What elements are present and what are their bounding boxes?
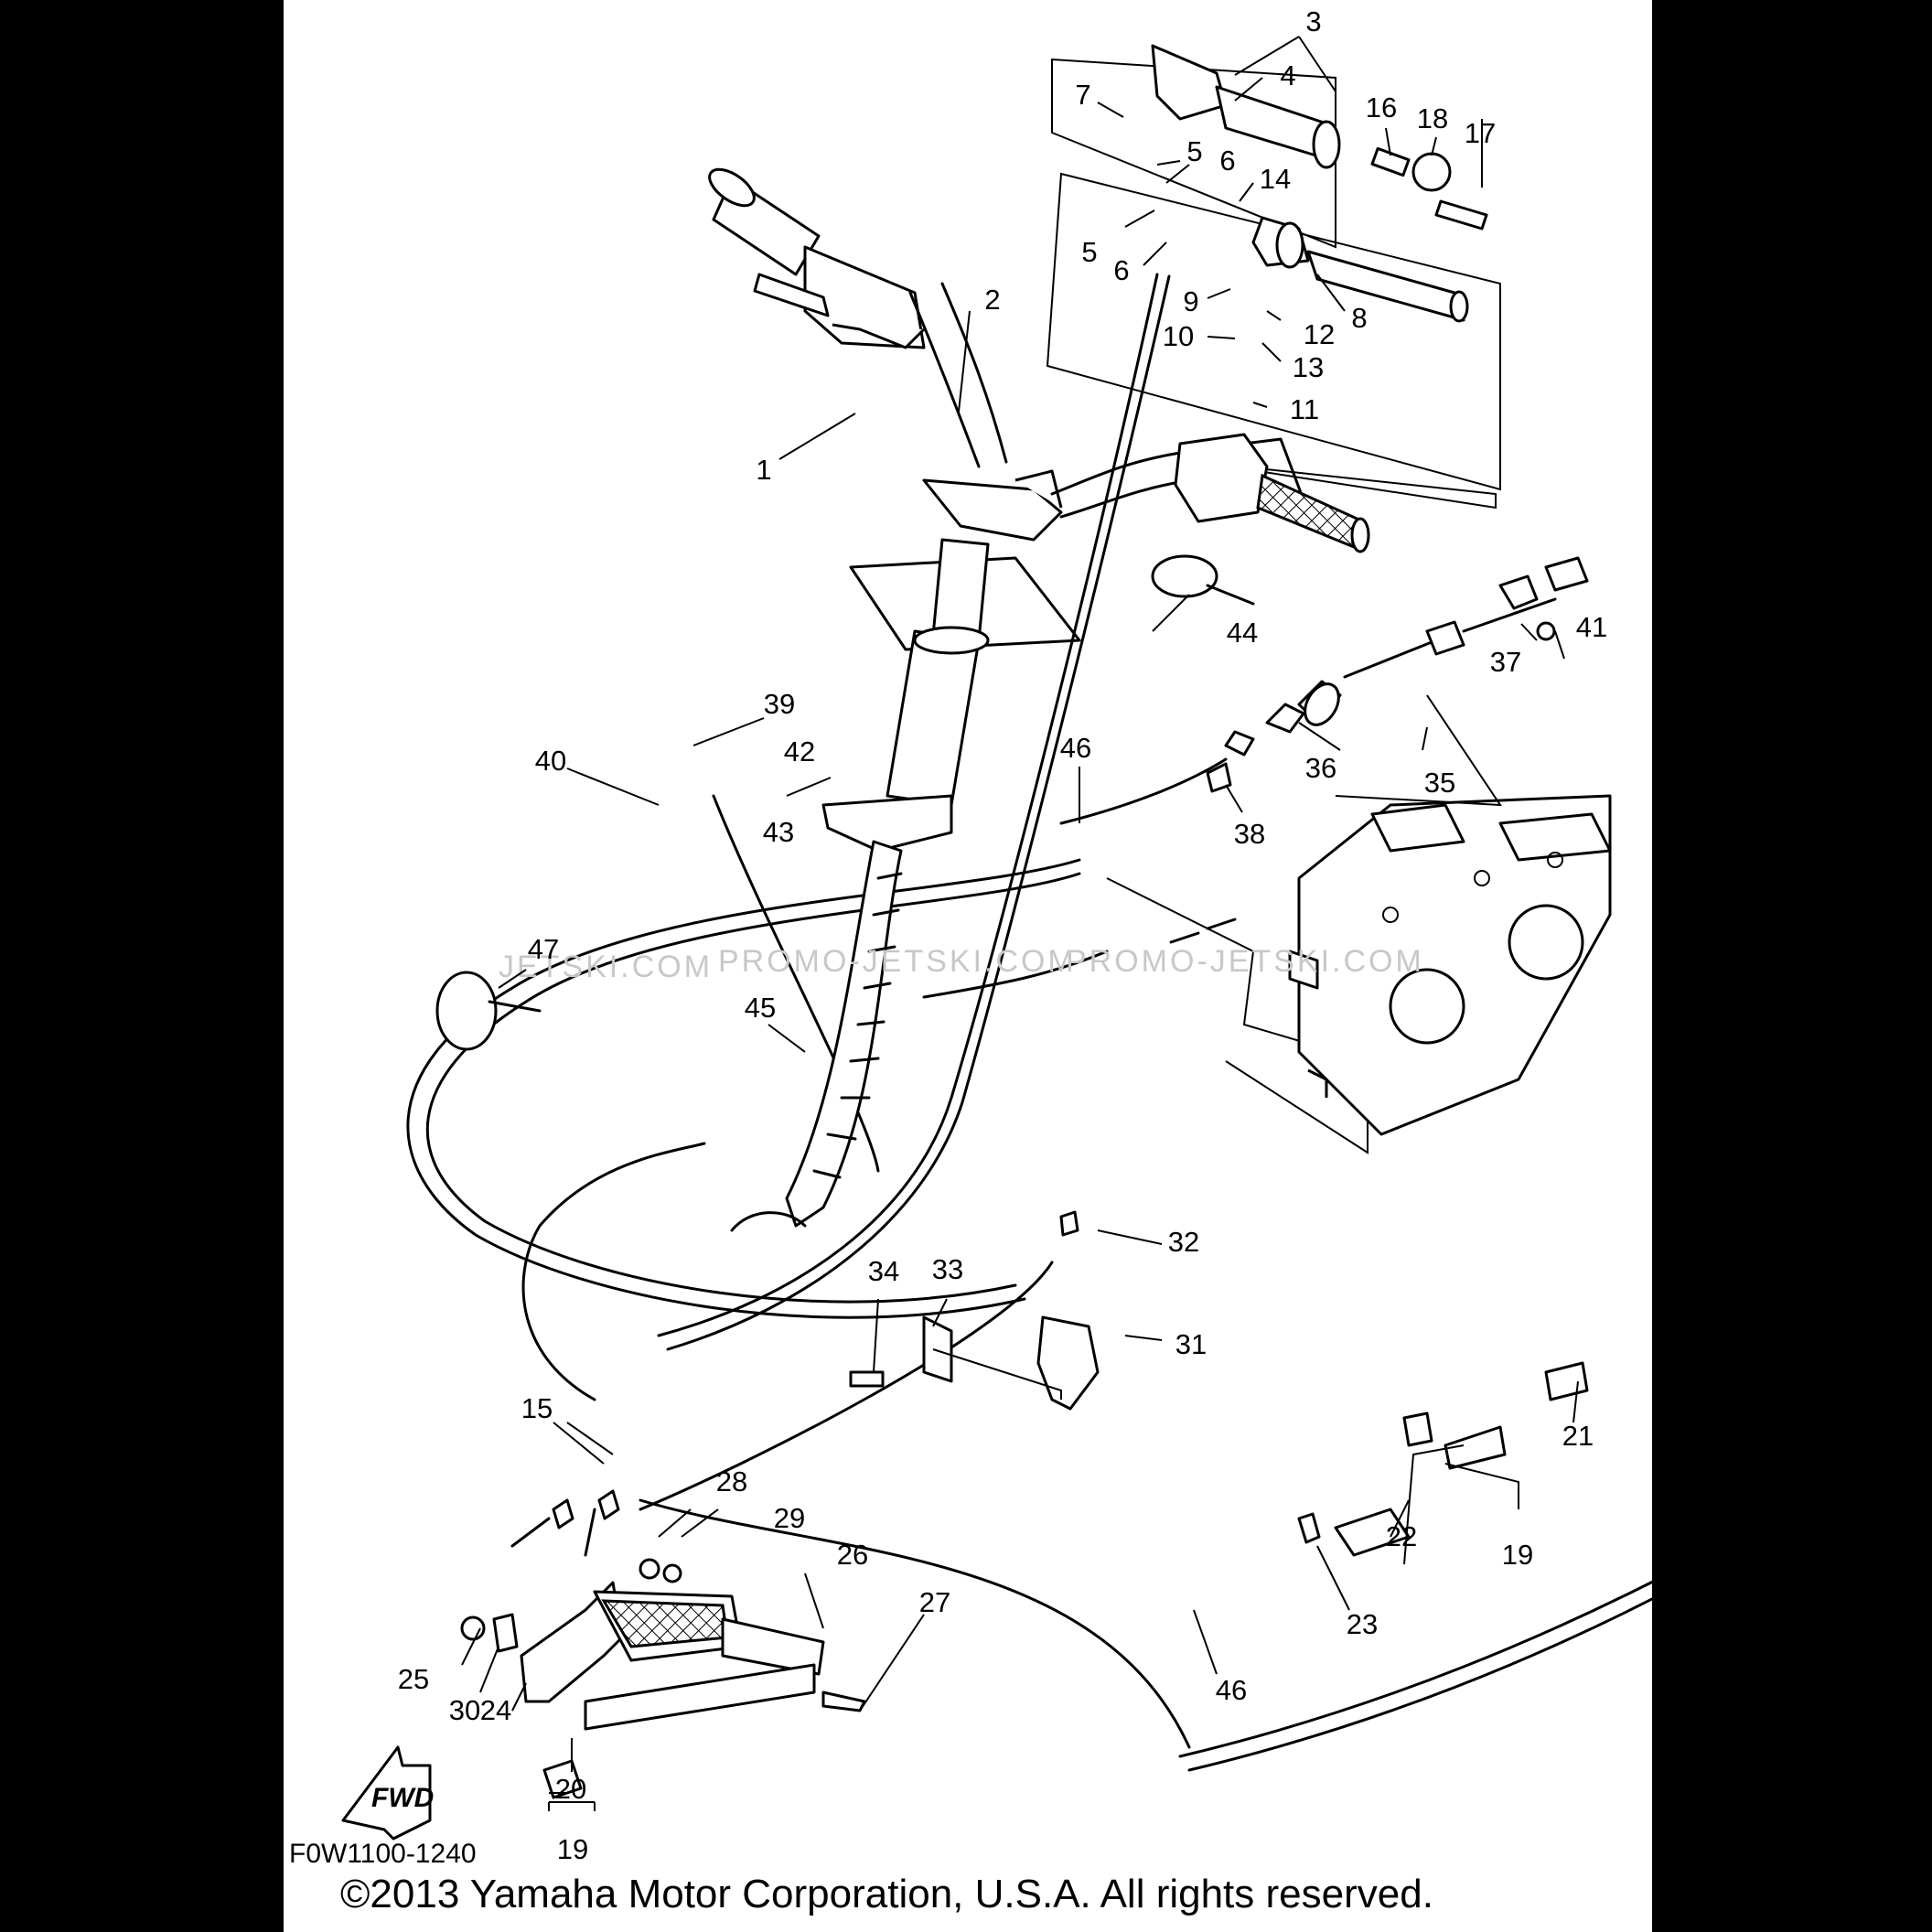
callout-37: 37: [1490, 646, 1521, 678]
callout-40: 40: [535, 745, 566, 777]
callout-15: 15: [521, 1392, 553, 1424]
callout-20: 20: [555, 1773, 586, 1805]
leader-lines: [461, 36, 1579, 1811]
left-handlebar-grip: [708, 167, 926, 349]
cable-connectors-top: [1059, 556, 1589, 825]
callout-13: 13: [1293, 351, 1324, 383]
callout-24: 24: [480, 1694, 511, 1726]
callout-4: 4: [1280, 59, 1295, 91]
watermark: JETSKI.COM PROMO-JETSKI.COM PROMO-JETSKI…: [499, 944, 1424, 984]
callout-35: 35: [1424, 767, 1455, 799]
callout-47: 47: [528, 933, 559, 965]
svg-text:PROMO-JETSKI.COM: PROMO-JETSKI.COM: [1066, 944, 1424, 979]
fwd-arrow-icon: FWD: [341, 1745, 434, 1841]
callout-46b: 46: [1216, 1674, 1247, 1706]
callout-44: 44: [1227, 617, 1258, 649]
callout-6b: 6: [1113, 254, 1129, 286]
callout-28: 28: [716, 1465, 747, 1497]
callout-22: 22: [1386, 1520, 1417, 1552]
callout-6: 6: [1219, 145, 1235, 177]
callout-43: 43: [763, 816, 794, 848]
callout-39: 39: [764, 688, 795, 720]
callout-42: 42: [784, 735, 815, 767]
engine-assembly: [1169, 794, 1612, 1136]
callout-46: 46: [1060, 732, 1091, 764]
callout-5b: 5: [1081, 236, 1097, 268]
cable-ties: [435, 554, 1255, 1051]
svg-text:JETSKI.COM: JETSKI.COM: [499, 950, 713, 984]
callout-18: 18: [1417, 102, 1448, 134]
callout-33: 33: [932, 1253, 963, 1285]
callout-25: 25: [398, 1663, 429, 1695]
callout-1: 1: [756, 454, 771, 486]
callout-41: 41: [1576, 611, 1607, 643]
svg-text:PROMO-JETSKI.COM: PROMO-JETSKI.COM: [718, 944, 1077, 979]
right-grip-assembly: [1151, 44, 1488, 553]
callout-2: 2: [984, 284, 1000, 316]
callout-27: 27: [919, 1586, 950, 1618]
drawing-code: F0W1100-1240: [289, 1839, 477, 1869]
callout-26: 26: [837, 1539, 868, 1571]
callout-10: 10: [1163, 320, 1194, 352]
callout-12: 12: [1304, 318, 1335, 350]
callout-23: 23: [1347, 1608, 1378, 1640]
bracket-assembly: [460, 1210, 1589, 1799]
callout-36: 36: [1305, 752, 1336, 784]
callout-numbers: 1 2 3 4 5 5 6 6 7 8 9 10 11 12 13 14 15 …: [398, 5, 1607, 1865]
control-cables: [406, 273, 1744, 1772]
callout-38: 38: [1234, 818, 1265, 850]
callout-21: 21: [1562, 1420, 1594, 1452]
callout-5: 5: [1186, 135, 1202, 167]
callout-7: 7: [1075, 79, 1090, 111]
callout-19: 19: [1502, 1539, 1533, 1571]
callout-9: 9: [1183, 285, 1198, 317]
copyright-notice: ©2013 Yamaha Motor Corporation, U.S.A. A…: [340, 1872, 1433, 1916]
spiral-wrap: [730, 840, 903, 1232]
callout-17: 17: [1465, 117, 1496, 149]
steering-column: [821, 282, 1310, 853]
callout-32: 32: [1168, 1226, 1199, 1258]
callout-19b: 19: [557, 1833, 588, 1865]
callout-45: 45: [745, 992, 776, 1024]
callout-11: 11: [1290, 393, 1319, 425]
callout-8: 8: [1351, 302, 1367, 334]
callout-29: 29: [774, 1502, 805, 1534]
callout-14: 14: [1260, 163, 1291, 195]
callout-30: 30: [449, 1694, 480, 1726]
callout-31: 31: [1175, 1328, 1207, 1360]
callout-16: 16: [1366, 91, 1397, 123]
callout-34: 34: [868, 1255, 899, 1287]
svg-text:FWD: FWD: [371, 1783, 434, 1813]
callout-3: 3: [1305, 5, 1321, 38]
